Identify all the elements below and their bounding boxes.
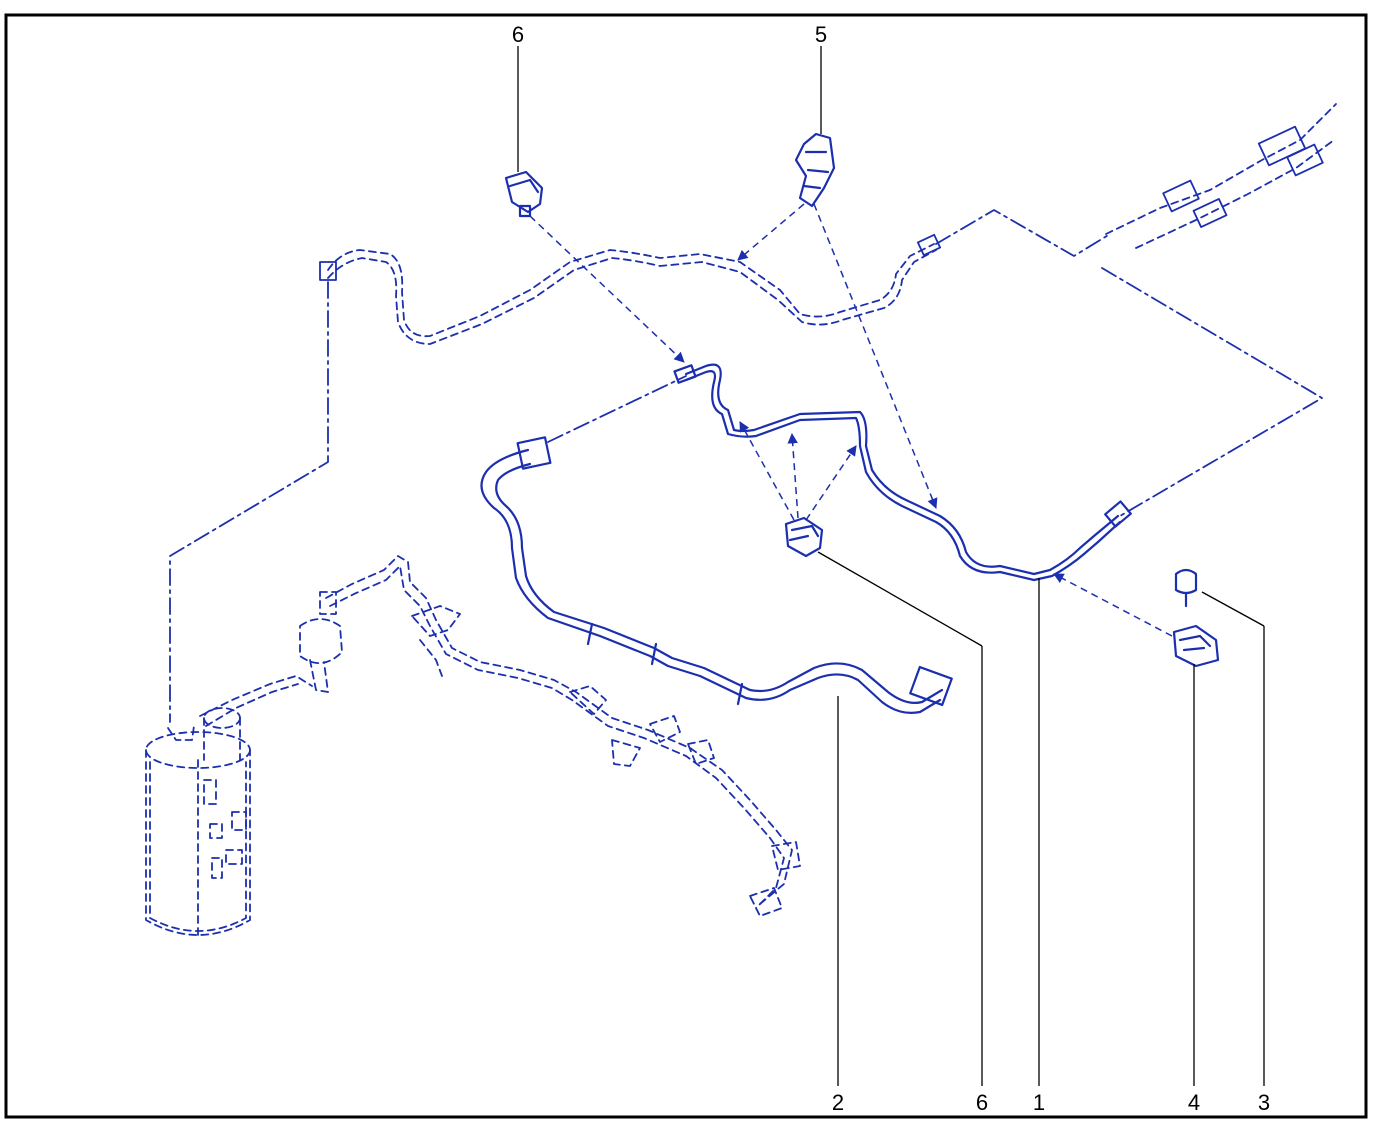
leader-lines bbox=[517, 46, 1265, 1086]
connector-icon bbox=[1192, 198, 1228, 228]
vent-cap-part-3 bbox=[1174, 568, 1198, 608]
connector-icon bbox=[1162, 179, 1200, 213]
phantom-lower-hoses bbox=[199, 555, 801, 917]
phantom-canister bbox=[145, 707, 251, 941]
callout-bottom-3: 3 bbox=[1258, 1090, 1270, 1115]
connector-icon bbox=[909, 665, 953, 707]
parts-drawing bbox=[145, 103, 1337, 941]
bracket-part-4 bbox=[1172, 624, 1220, 668]
callout-bottom-2: 2 bbox=[832, 1090, 844, 1115]
connector-icon bbox=[516, 436, 552, 470]
hose-part-2 bbox=[480, 436, 953, 714]
diagram-frame bbox=[4, 13, 1368, 1119]
callout-labels: 6 5 2 6 1 4 3 bbox=[512, 22, 1270, 1115]
centerlines bbox=[169, 209, 1323, 723]
callout-top-5: 5 bbox=[815, 22, 827, 47]
connector-icon bbox=[1104, 500, 1132, 528]
callout-bottom-1: 1 bbox=[1033, 1090, 1045, 1115]
connector-part-5-top bbox=[794, 132, 836, 208]
connector-icon bbox=[1286, 143, 1324, 177]
callout-bottom-6: 6 bbox=[976, 1090, 988, 1115]
assembly-arrows bbox=[529, 203, 1173, 637]
clip-part-6-top bbox=[504, 170, 544, 218]
connector-icon bbox=[673, 364, 697, 384]
phantom-right-hoses bbox=[1105, 103, 1337, 249]
callout-top-6: 6 bbox=[512, 22, 524, 47]
phantom-upper-hose bbox=[319, 233, 942, 345]
connector-icon bbox=[319, 261, 337, 281]
callout-bottom-4: 4 bbox=[1188, 1090, 1200, 1115]
hose-part-1 bbox=[673, 363, 1132, 582]
clip-part-6-center bbox=[784, 516, 824, 558]
connector-icon bbox=[916, 233, 942, 257]
